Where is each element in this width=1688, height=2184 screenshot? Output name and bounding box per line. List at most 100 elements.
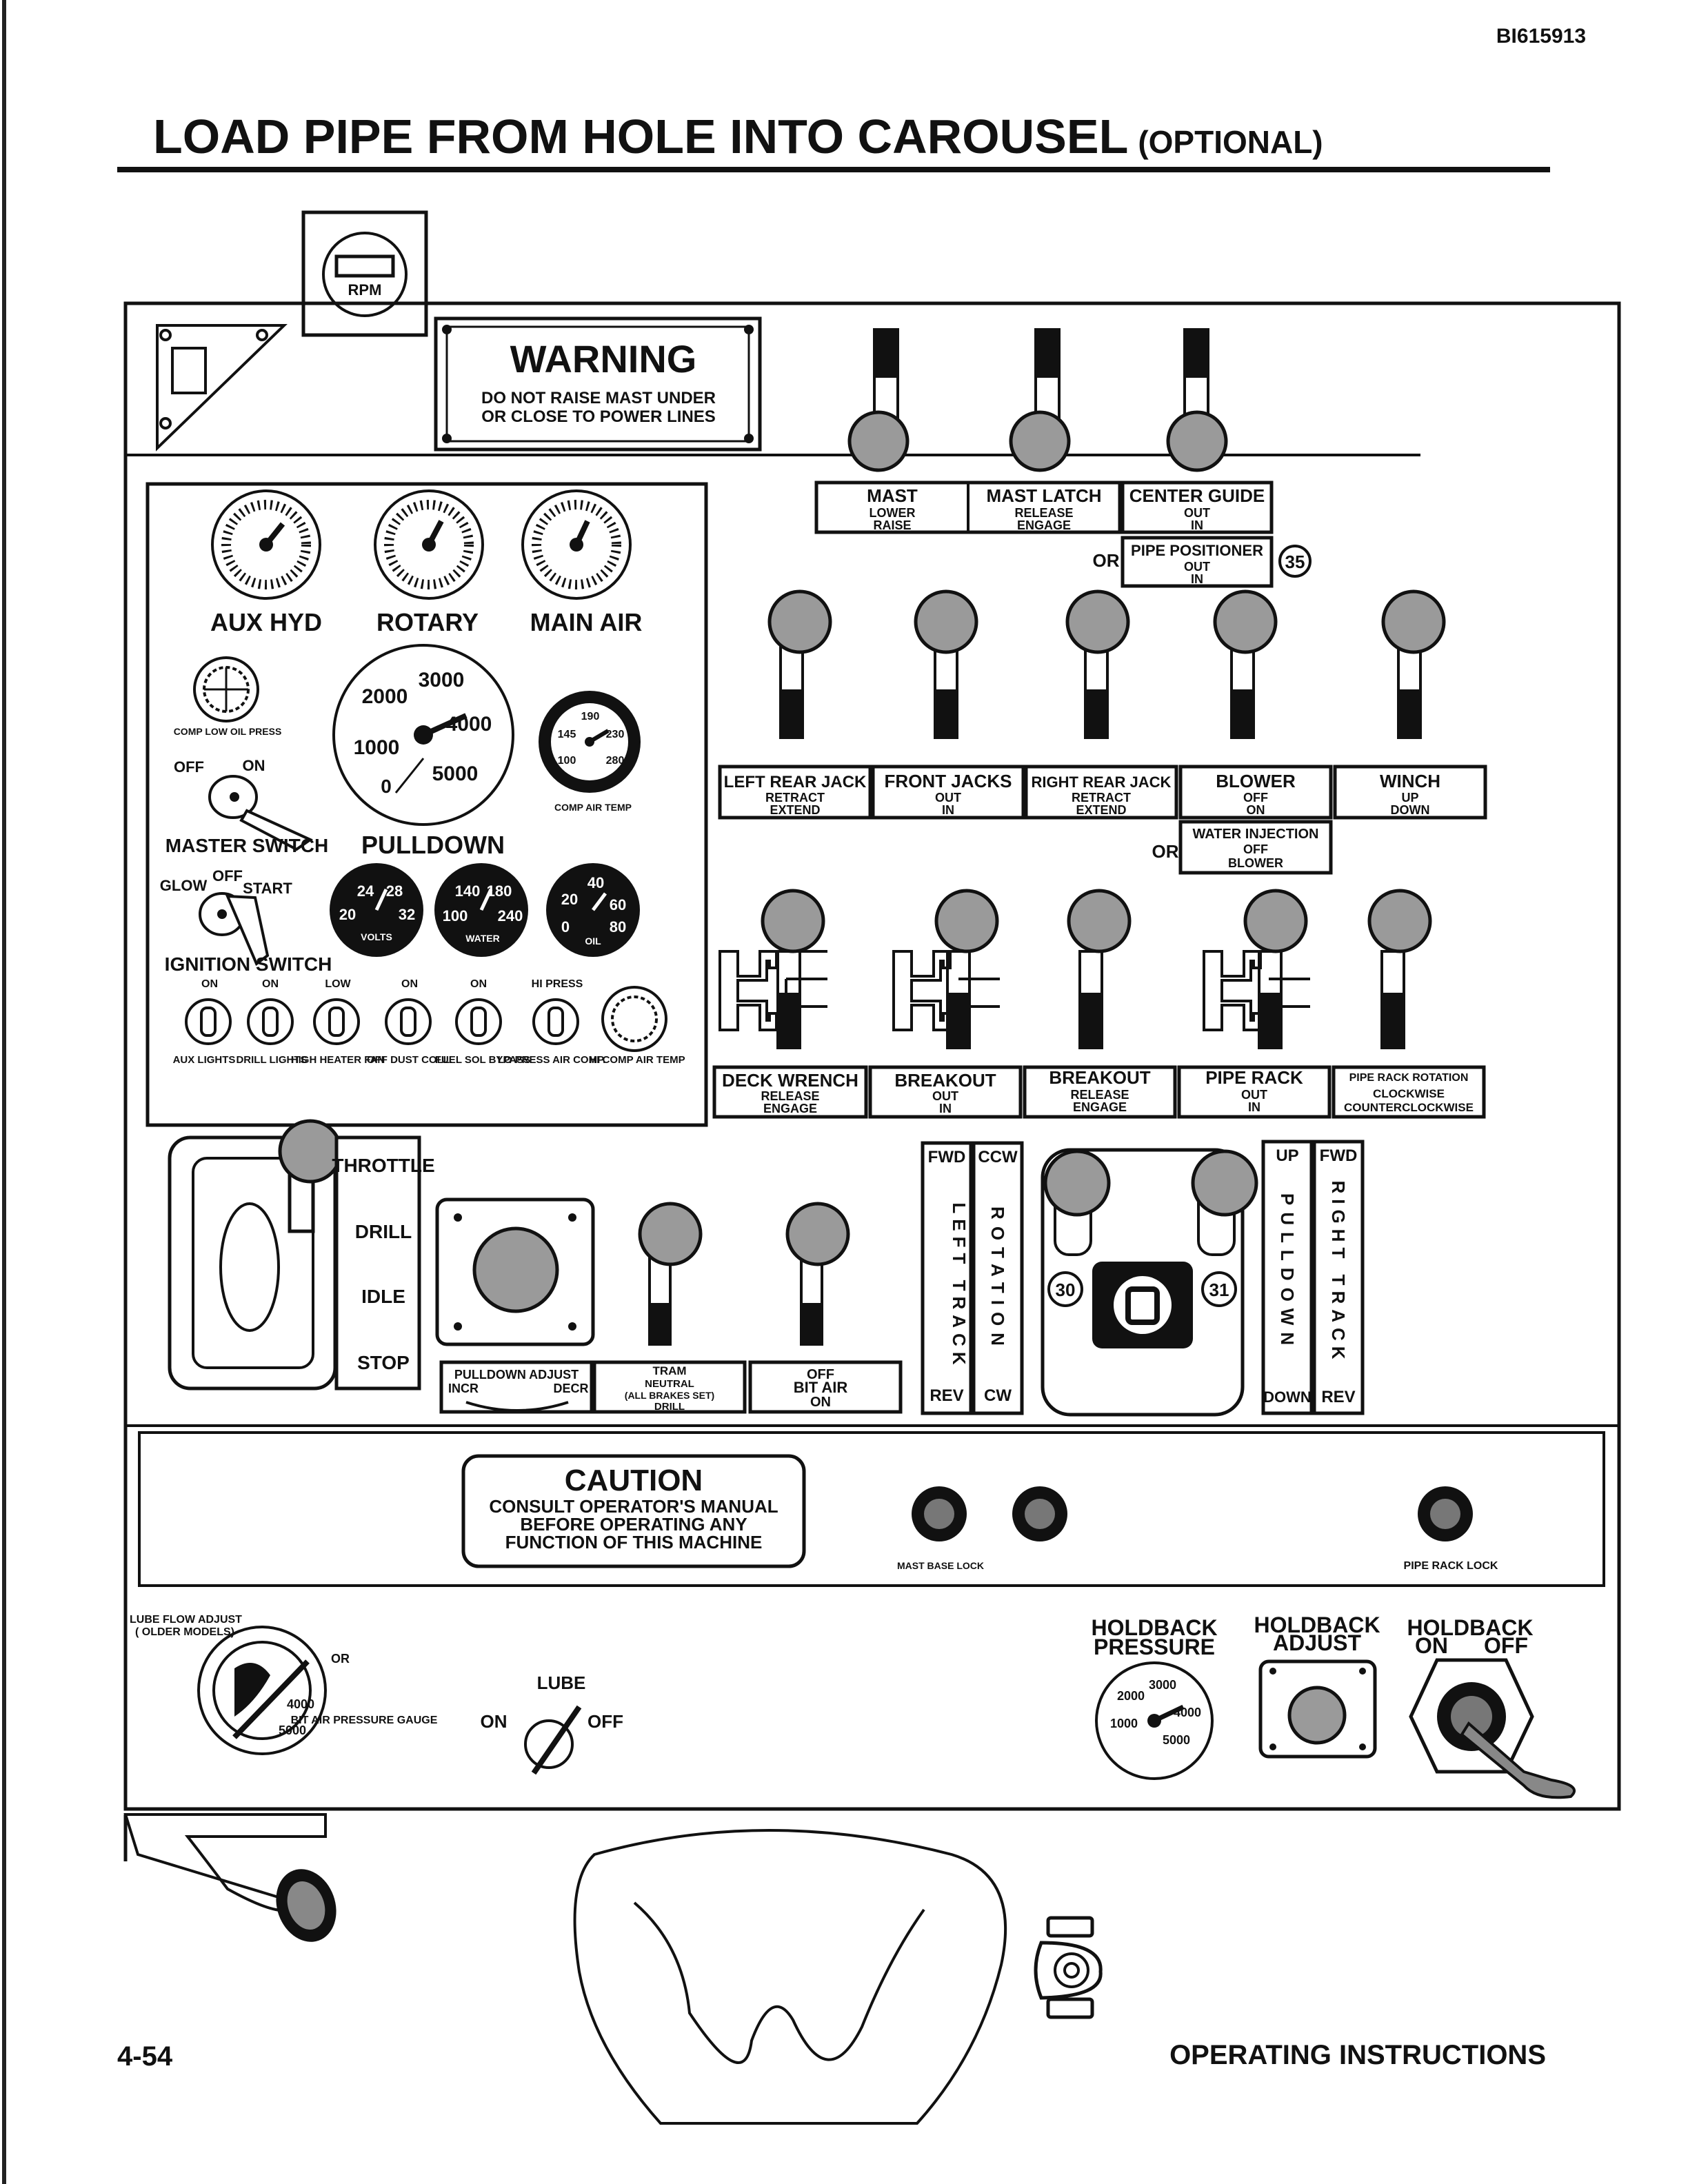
svg-text:REV: REV [1321, 1388, 1355, 1406]
svg-text:HI PRESS: HI PRESS [532, 978, 583, 990]
mid-lever-labels: LEFT REAR JACK RETRACT EXTEND FRONT JACK… [718, 765, 1487, 875]
mast-lever[interactable] [847, 328, 910, 472]
toggle-switch-row: ON AUX LIGHTS ON DRILL LIGHTS LOW HIGH H… [173, 978, 685, 1066]
svg-text:RAISE: RAISE [873, 518, 911, 532]
air-comp-pressure-toggle[interactable]: HI PRESS LO PRESS AIR COMP. [498, 978, 606, 1066]
svg-text:(ALL BRAKES SET): (ALL BRAKES SET) [625, 1390, 714, 1401]
svg-text:EXTEND: EXTEND [770, 803, 820, 817]
svg-text:WATER: WATER [465, 933, 500, 944]
right-rear-jack-lever[interactable] [1065, 589, 1130, 739]
svg-text:COMP AIR TEMP: COMP AIR TEMP [554, 802, 632, 813]
svg-text:0: 0 [561, 918, 570, 936]
svg-text:20: 20 [561, 891, 578, 908]
svg-text:IN: IN [1191, 572, 1203, 586]
svg-text:FWD: FWD [928, 1148, 966, 1166]
svg-text:UP: UP [1276, 1146, 1298, 1165]
right-track-column: FWD REV RIGHT TRACK [1312, 1140, 1365, 1415]
holdback-pressure-gauge: HOLDBACK PRESSURE 3000 2000 4000 1000 50… [1091, 1615, 1218, 1780]
right-track-joystick[interactable] [1191, 1149, 1258, 1217]
svg-text:100: 100 [443, 907, 468, 924]
pulldown-adjust-knob[interactable] [435, 1197, 595, 1346]
holdback-adjust-knob[interactable]: HOLDBACK ADJUST [1254, 1612, 1380, 1759]
bit-air-lever[interactable] [785, 1202, 850, 1346]
svg-text:ENGAGE: ENGAGE [1073, 1100, 1127, 1114]
svg-text:RELEASE: RELEASE [1014, 506, 1073, 520]
svg-text:LOWER: LOWER [870, 506, 916, 520]
tram-label: TRAM NEUTRAL (ALL BRAKES SET) DRILL [592, 1360, 747, 1414]
svg-text:40: 40 [587, 874, 604, 891]
svg-text:IN: IN [942, 803, 954, 817]
ignition-switch[interactable]: GLOW OFF START IGNITION SWITCH [160, 867, 332, 975]
svg-text:PRESSURE: PRESSURE [1094, 1635, 1215, 1659]
front-jacks-lever[interactable] [914, 589, 978, 739]
deck-wrench-lever[interactable] [719, 889, 827, 1049]
winch-lever[interactable] [1381, 589, 1446, 739]
dust-collector-toggle[interactable]: ON OFF DUST COLL. [367, 978, 452, 1066]
svg-text:OUT: OUT [935, 791, 961, 805]
pipe-rack-rotation-lever[interactable] [1367, 889, 1432, 1049]
breakout-release-lever[interactable] [1067, 889, 1132, 1049]
aux-hyd-gauge: AUX HYD [210, 489, 322, 636]
svg-text:RETRACT: RETRACT [765, 791, 825, 805]
instrument-block [145, 482, 708, 1127]
svg-text:BLOWER: BLOWER [1216, 771, 1296, 791]
svg-text:0: 0 [381, 776, 392, 797]
water-gauge: 140 180 100 240 WATER [434, 863, 528, 957]
svg-text:OR: OR [331, 1652, 350, 1666]
left-track-joystick[interactable] [1043, 1149, 1111, 1217]
master-switch[interactable]: OFF ON MASTER SWITCH [165, 757, 328, 856]
fuel-sol-bypass-toggle[interactable]: ON FUEL SOL BYPASS [435, 978, 530, 1066]
breakout-out-lever[interactable] [892, 889, 1000, 1049]
lube-switch[interactable]: LUBE ON OFF [481, 1672, 624, 1775]
svg-text:INCR: INCR [448, 1382, 479, 1395]
svg-text:CONSULT OPERATOR'S MANUAL: CONSULT OPERATOR'S MANUAL [489, 1496, 778, 1517]
svg-text:2000: 2000 [1117, 1689, 1145, 1703]
mast-base-lock-buttons: MAST BASE LOCK [897, 1486, 1067, 1571]
mid-levers [767, 589, 1446, 739]
svg-text:OFF: OFF [174, 758, 204, 776]
svg-text:140: 140 [455, 882, 481, 900]
svg-text:AUX LIGHTS: AUX LIGHTS [173, 1054, 236, 1066]
rpm-meter: RPM [301, 210, 428, 337]
left-rear-jack-lever[interactable] [767, 589, 832, 739]
svg-text:DECR: DECR [553, 1382, 588, 1395]
svg-text:REV: REV [930, 1386, 963, 1405]
svg-text:ON: ON [401, 978, 418, 990]
pipe-rack-lever[interactable] [1203, 889, 1310, 1049]
svg-text:LUBE: LUBE [537, 1672, 586, 1693]
svg-text:FWD: FWD [1320, 1146, 1358, 1165]
pulldown-adjust-label: PULLDOWN ADJUST INCR DECR [439, 1360, 594, 1414]
svg-text:ON: ON [470, 978, 487, 990]
main-panel [123, 301, 1621, 1811]
low-lever-labels: DECK WRENCH RELEASE ENGAGE BREAKOUT OUT … [712, 1065, 1486, 1119]
svg-text:DRILL: DRILL [654, 1401, 685, 1413]
blower-lever[interactable] [1213, 589, 1278, 739]
tram-lever[interactable] [638, 1202, 703, 1346]
svg-text:MAST LATCH: MAST LATCH [986, 485, 1101, 506]
svg-text:OUT: OUT [932, 1089, 958, 1103]
comp-air-temp-gauge: 190 145 230 100 280 COMP AIR TEMP [539, 691, 641, 813]
center-guide-lever[interactable] [1166, 328, 1228, 472]
svg-text:ON: ON [481, 1711, 508, 1732]
mast-latch-lever[interactable] [1009, 328, 1071, 472]
left-track-vertical-text: LEFT TRACK [949, 1202, 969, 1370]
aux-lights-toggle[interactable]: ON AUX LIGHTS [173, 978, 236, 1066]
svg-text:1000: 1000 [1110, 1717, 1138, 1730]
svg-text:LEFT REAR JACK: LEFT REAR JACK [724, 773, 867, 791]
svg-text:DRILL: DRILL [355, 1221, 412, 1242]
caution-band [138, 1431, 1605, 1587]
svg-text:FUEL SOL BYPASS: FUEL SOL BYPASS [435, 1054, 530, 1066]
svg-text:EXTEND: EXTEND [1076, 803, 1126, 817]
heater-fan-toggle[interactable]: LOW HIGH HEATER FAN [291, 978, 385, 1066]
holdback-on-off-switch[interactable]: HOLDBACK ON OFF [1407, 1615, 1576, 1799]
svg-text:20: 20 [339, 906, 356, 923]
svg-text:HOLDBACK: HOLDBACK [1254, 1612, 1380, 1637]
svg-text:AUX HYD: AUX HYD [210, 608, 322, 636]
svg-text:BREAKOUT: BREAKOUT [894, 1070, 996, 1091]
svg-text:CLOCKWISE: CLOCKWISE [1373, 1087, 1445, 1100]
comp-low-oil-press-light: COMP LOW OIL PRESS [174, 656, 281, 737]
svg-text:IGNITION SWITCH: IGNITION SWITCH [165, 953, 332, 975]
drill-lights-toggle[interactable]: ON DRILL LIGHTS [236, 978, 307, 1066]
svg-text:BIT AIR: BIT AIR [794, 1379, 848, 1396]
svg-text:ON: ON [243, 757, 265, 774]
